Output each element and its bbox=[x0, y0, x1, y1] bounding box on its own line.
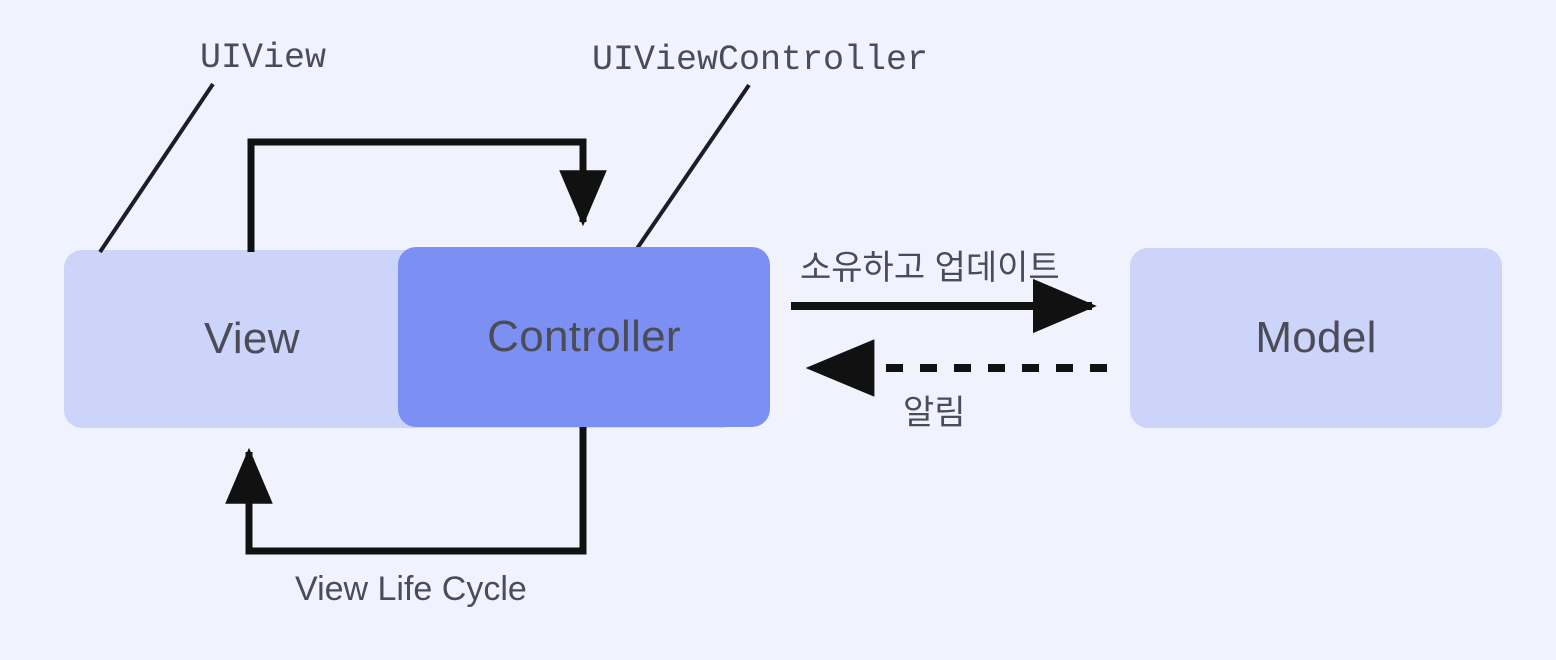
node-controller[interactable]: Controller bbox=[398, 247, 770, 427]
edge-controller-to-view bbox=[225, 427, 587, 555]
node-view-label: View bbox=[204, 314, 300, 363]
edge-label-notify: 알림 bbox=[903, 394, 966, 432]
edge-label-owns-updates: 소유하고 업데이트 bbox=[800, 249, 1060, 287]
edge-view-to-controller bbox=[247, 138, 607, 252]
node-controller-label: Controller bbox=[487, 312, 681, 361]
annotation-uiviewcontroller-label: UIViewController bbox=[592, 40, 929, 80]
leader-line-uiviewcontroller bbox=[634, 83, 751, 252]
edge-label-view-life-cycle: View Life Cycle bbox=[295, 570, 527, 608]
node-model-label: Model bbox=[1255, 313, 1377, 362]
node-model[interactable]: Model bbox=[1130, 248, 1502, 428]
annotation-uiview-label: UIView bbox=[200, 38, 327, 78]
leader-line-uiview bbox=[98, 82, 215, 254]
